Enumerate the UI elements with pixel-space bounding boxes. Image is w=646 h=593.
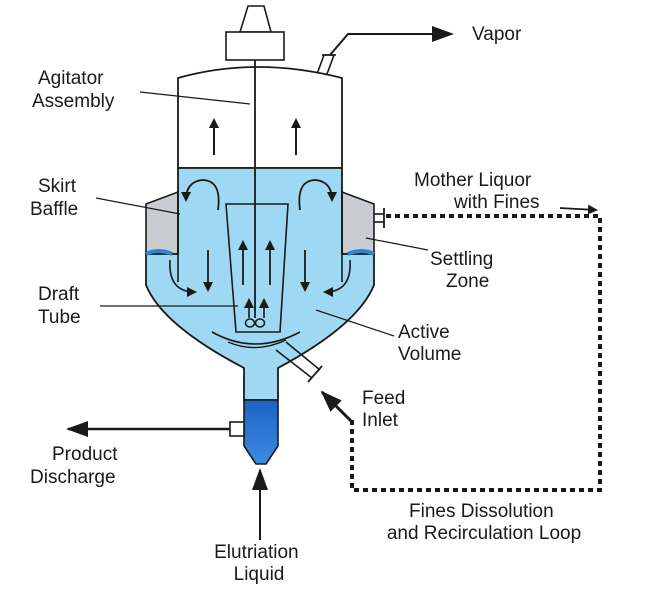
- label-settling-zone: Settling Zone: [430, 249, 499, 292]
- feed-inlet-pipe: [275, 341, 323, 383]
- label-fines-loop: Fines Dissolution and Recirculation Loop: [387, 501, 581, 544]
- leader-settling-zone: [365, 237, 429, 251]
- mother-liquor-nozzle: [374, 208, 385, 228]
- label-skirt-baffle: Skirt Baffle: [30, 176, 81, 220]
- settling-zone-wave-left: [145, 249, 173, 256]
- product-discharge-nozzle: [229, 421, 245, 437]
- fines-recirculation-loop: [350, 214, 602, 492]
- mother-liquor-arrow: [559, 204, 598, 215]
- label-product-discharge: Product Discharge: [30, 444, 123, 488]
- vapor-arrow: [329, 26, 454, 56]
- label-feed-inlet: Feed Inlet: [362, 388, 411, 431]
- label-elutriation-liquid: Elutriation Liquid: [214, 542, 304, 585]
- draft-tube: [225, 203, 289, 333]
- impeller: [244, 318, 266, 328]
- settling-flow-left: [169, 259, 197, 297]
- fines-loop-return-arrow: [320, 390, 354, 424]
- circulation-loop-right: [298, 179, 337, 211]
- label-active-volume: Active Volume: [398, 322, 461, 365]
- bottom-flow-curve-2: [227, 339, 287, 349]
- settling-flow-right: [323, 259, 351, 297]
- label-draft-tube: Draft Tube: [38, 284, 84, 328]
- elutriation-leg: [243, 399, 279, 465]
- label-vapor: Vapor: [472, 24, 522, 45]
- bottom-flow-curve: [211, 331, 301, 345]
- label-mother-liquor: Mother Liquor with Fines: [414, 170, 540, 213]
- label-agitator-assembly: Agitator Assembly: [32, 68, 115, 112]
- settling-zone-right: [341, 190, 375, 255]
- leader-agitator: [139, 91, 251, 105]
- settling-zone-wave-right: [347, 249, 375, 256]
- settling-zone-left: [145, 190, 179, 255]
- circulation-loop-left: [181, 179, 220, 211]
- agitator-drive: [225, 5, 285, 61]
- leader-skirt-baffle: [95, 197, 181, 215]
- vessel-upper-shell: [177, 66, 343, 169]
- leader-active-volume: [315, 309, 395, 337]
- vapor-nozzle: [316, 54, 336, 75]
